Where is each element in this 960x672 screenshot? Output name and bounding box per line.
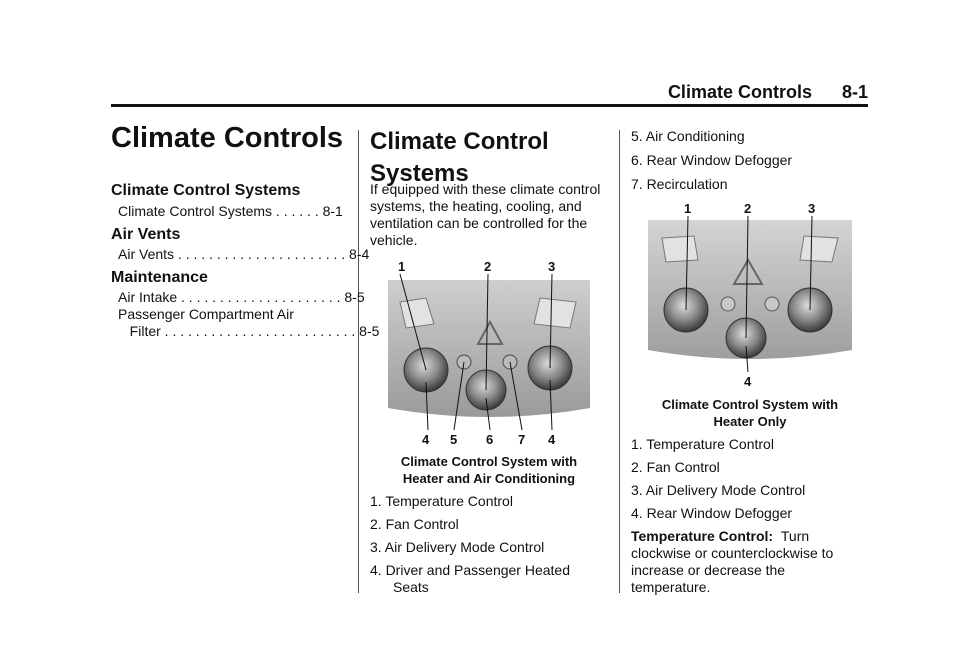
- temperature-control-text-2: clockwise or counterclockwise to: [631, 545, 834, 561]
- list-item: 7. Recirculation: [631, 176, 728, 192]
- callout-3: 3: [808, 201, 815, 216]
- blank-button-left: [720, 296, 736, 312]
- leader-3: [809, 215, 813, 311]
- leader-6: [485, 397, 491, 431]
- hazard-icon: [476, 319, 504, 345]
- list-item: 5. Air Conditioning: [631, 128, 745, 144]
- list-item: 3. Air Delivery Mode Control: [370, 539, 545, 555]
- column-divider-1: [358, 130, 359, 593]
- leader-1: [685, 215, 689, 311]
- toc-entry[interactable]: Filter . . . . . . . . . . . . . . . . .…: [118, 323, 380, 339]
- temperature-control-text-1: Turn: [780, 528, 810, 544]
- column-divider-2: [619, 130, 620, 593]
- leader-4b: [549, 379, 553, 431]
- toc-entry[interactable]: Climate Control Systems . . . . . . 8-1: [118, 203, 343, 219]
- section-title-line-1: Climate Control: [370, 128, 549, 155]
- temperature-control-label: Temperature Control:: [631, 528, 774, 544]
- callout-7: 7: [518, 432, 525, 447]
- list-item: 4. Rear Window Defogger: [631, 505, 793, 521]
- leader-5: [453, 361, 465, 431]
- callout-5: 5: [450, 432, 457, 447]
- leader-4: [745, 345, 749, 373]
- toc-entry[interactable]: Passenger Compartment Air: [118, 306, 294, 322]
- figure1-caption-line-1: Climate Control System with: [400, 454, 578, 469]
- leader-3: [549, 273, 553, 369]
- figure2-caption: Climate Control System with Heater Only: [631, 396, 869, 430]
- list-item: 2. Fan Control: [631, 459, 720, 475]
- callout-2: 2: [744, 201, 751, 216]
- vent-left: [661, 235, 699, 263]
- callout-4-left: 4: [422, 432, 430, 447]
- list-item: 2. Fan Control: [370, 516, 459, 532]
- figure1-caption-line-2: Heater and Air Conditioning: [402, 471, 576, 486]
- vent-right: [799, 235, 839, 263]
- callout-2: 2: [484, 259, 491, 274]
- toc-heading-climate-control-systems: Climate Control Systems: [111, 182, 301, 199]
- callout-3: 3: [548, 259, 555, 274]
- toc-entry[interactable]: Air Vents . . . . . . . . . . . . . . . …: [118, 246, 370, 262]
- vent-right: [533, 297, 577, 329]
- figure-ac-climate-panel: 1 2 3 4 5 6 7 4: [388, 259, 590, 447]
- toc-heading-maintenance: Maintenance: [111, 269, 208, 286]
- list-item: 1. Temperature Control: [631, 436, 774, 452]
- header-page-number: 8-1: [841, 82, 868, 102]
- temperature-control-text-3: increase or decrease the: [631, 562, 786, 578]
- section-title: Climate Control Systems: [370, 126, 549, 190]
- temperature-control-paragraph: Temperature Control: Turn clockwise or c…: [631, 528, 863, 596]
- toc-entry[interactable]: Air Intake . . . . . . . . . . . . . . .…: [118, 289, 365, 305]
- figure2-caption-line-2: Heater Only: [713, 414, 787, 429]
- header-rule: [111, 104, 868, 107]
- leader-2: [485, 273, 489, 391]
- figure-heater-climate-panel: 1 2 3 4: [648, 201, 852, 389]
- list-item: 6. Rear Window Defogger: [631, 152, 793, 168]
- leader-2: [745, 215, 749, 339]
- figure1-caption: Climate Control System with Heater and A…: [370, 453, 608, 487]
- leader-1: [399, 273, 427, 371]
- intro-paragraph: If equipped with these climate control s…: [370, 181, 601, 248]
- leader-4a: [425, 381, 429, 431]
- callout-4: 4: [744, 374, 752, 389]
- leader-7: [509, 361, 523, 431]
- temperature-control-text-4: temperature.: [631, 579, 711, 595]
- list-item-continuation: Seats: [393, 579, 429, 595]
- callout-4-right: 4: [548, 432, 556, 447]
- list-item: 1. Temperature Control: [370, 493, 513, 509]
- chapter-title: Climate Controls: [111, 122, 344, 154]
- blank-button-right: [764, 296, 780, 312]
- section-title-line-2: Systems: [370, 160, 469, 187]
- callout-1: 1: [684, 201, 691, 216]
- list-item: 3. Air Delivery Mode Control: [631, 482, 806, 498]
- callout-1: 1: [398, 259, 405, 274]
- toc-heading-air-vents: Air Vents: [111, 226, 181, 243]
- figure2-caption-line-1: Climate Control System with: [661, 397, 839, 412]
- list-item: 4. Driver and Passenger Heated: [370, 562, 570, 578]
- callout-6: 6: [486, 432, 493, 447]
- header-section-title: Climate Controls: [667, 82, 812, 102]
- hazard-icon: [732, 258, 764, 285]
- page-header: Climate Controls 8-1: [668, 82, 868, 103]
